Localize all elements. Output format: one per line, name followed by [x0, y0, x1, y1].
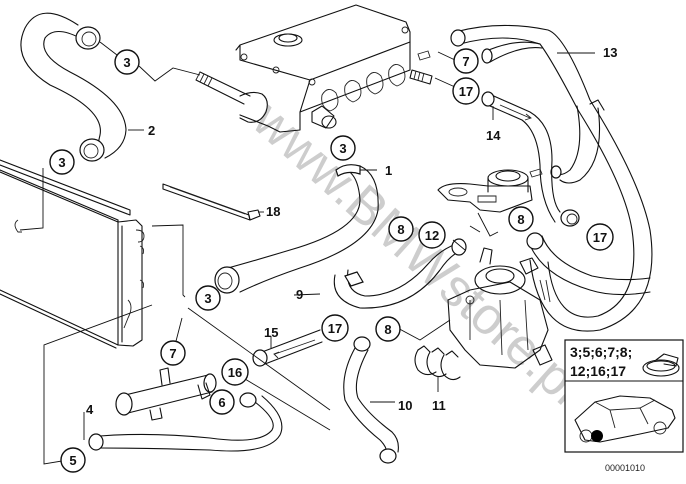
leader-lines	[19, 41, 595, 465]
svg-text:3: 3	[339, 141, 346, 156]
part-label-13: 13	[603, 45, 617, 60]
svg-text:3: 3	[204, 291, 211, 306]
svg-text:3: 3	[123, 55, 130, 70]
part-label-11: 11	[432, 398, 446, 413]
callout-3: 3	[195, 285, 221, 311]
part-label-2: 2	[148, 123, 155, 138]
pipe-fitting	[115, 367, 217, 421]
drawing-number: 00001010	[605, 463, 645, 473]
watermark: www.BMWstore.pl	[241, 90, 594, 416]
part-label-4: 4	[86, 402, 94, 417]
callout-7: 7	[453, 48, 479, 74]
callout-5: 5	[60, 447, 86, 473]
svg-text:8: 8	[384, 322, 391, 337]
callout-8: 8	[508, 206, 534, 232]
svg-text:16: 16	[228, 365, 242, 380]
callout-3: 3	[330, 135, 356, 161]
clamps-11	[414, 345, 461, 381]
hose-9	[333, 238, 467, 309]
hose-clamp-icon	[642, 353, 680, 377]
callout-8: 8	[375, 316, 401, 342]
hose-10	[343, 336, 399, 464]
radiator	[0, 159, 145, 349]
svg-text:12: 12	[425, 228, 439, 243]
svg-text:6: 6	[218, 395, 225, 410]
water-valve-assembly	[447, 247, 553, 369]
tie-strap-18	[162, 183, 261, 221]
part-label-9: 9	[296, 287, 303, 302]
callout-17: 17	[586, 223, 614, 251]
car-location-icon	[574, 395, 676, 443]
hose-13	[450, 24, 653, 332]
part-label-1: 1	[385, 163, 392, 178]
callout-8: 8	[388, 216, 414, 242]
callout-12: 12	[418, 221, 446, 249]
svg-text:7: 7	[169, 346, 176, 361]
svg-text:8: 8	[517, 212, 524, 227]
hose-1	[214, 164, 379, 294]
inset-line-2: 12;16;17	[570, 363, 626, 379]
svg-text:8: 8	[397, 222, 404, 237]
callout-17: 17	[321, 314, 349, 342]
location-marker	[591, 430, 603, 442]
clamp-inset-box: 3;5;6;7;8; 12;16;17	[564, 339, 684, 453]
svg-text:17: 17	[328, 321, 342, 336]
svg-text:3: 3	[58, 155, 65, 170]
hose-return	[526, 232, 651, 296]
svg-text:5: 5	[69, 453, 76, 468]
part-label-10: 10	[398, 398, 412, 413]
callout-3: 3	[49, 149, 75, 175]
svg-text:17: 17	[459, 84, 473, 99]
callout-16: 16	[221, 358, 249, 386]
callout-7: 7	[160, 340, 186, 366]
callout-6: 6	[209, 389, 235, 415]
cylinder-head	[195, 4, 433, 133]
hose-4	[88, 392, 283, 452]
hose-14	[481, 91, 580, 227]
hose-2	[20, 12, 127, 162]
svg-text:17: 17	[593, 230, 607, 245]
valve-flange	[437, 168, 543, 213]
part-label-18: 18	[266, 204, 280, 219]
inset-line-1: 3;5;6;7;8;	[570, 344, 632, 360]
callout-17: 17	[452, 77, 480, 105]
callout-3: 3	[114, 49, 140, 75]
part-label-14: 14	[486, 128, 501, 143]
part-label-15: 15	[264, 325, 278, 340]
svg-text:7: 7	[462, 54, 469, 69]
